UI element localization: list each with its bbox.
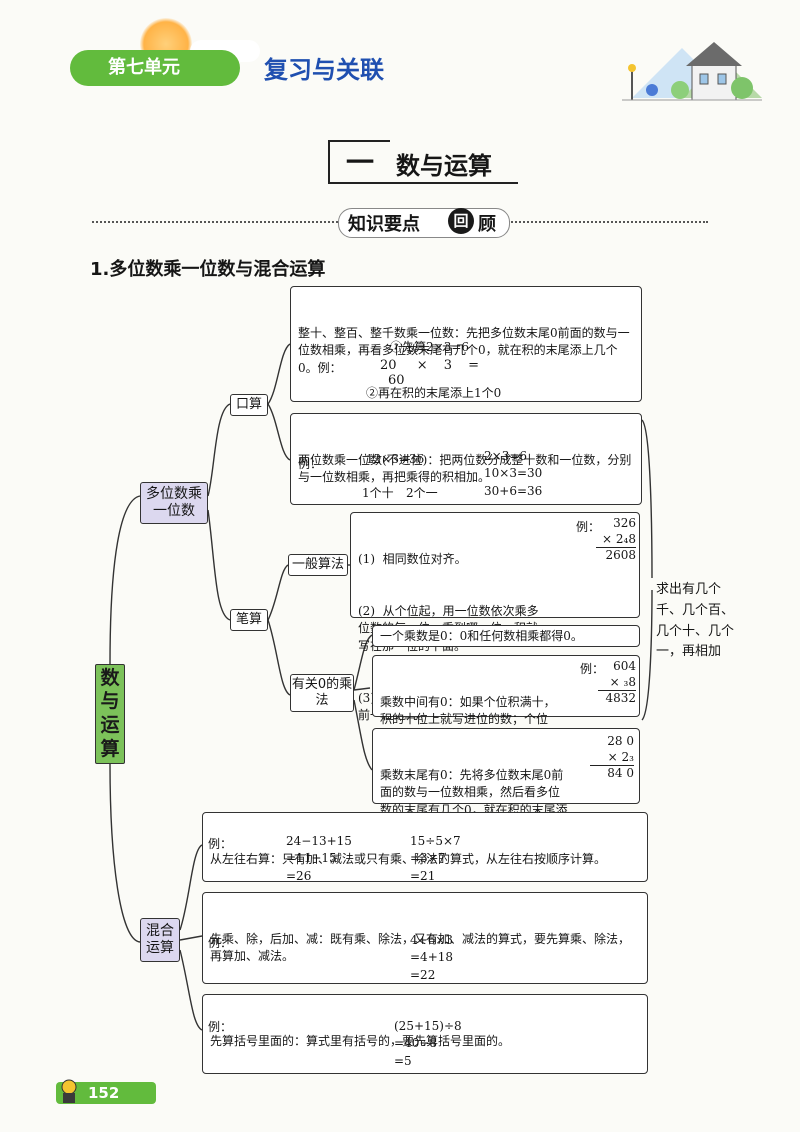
node-general: 一般算法	[288, 554, 348, 576]
page-number: 152	[56, 1082, 156, 1104]
mixed-box1-col1: 24−13+15=11+15=26	[286, 834, 352, 883]
banner-circle-char: 回	[448, 208, 474, 234]
unit-title: 复习与关联	[264, 56, 384, 84]
mixed-box-mul-div-first: 先乘、除，后加、减：既有乘、除法，又有加、减法的算式，要先算乘、除法，再算加、减…	[202, 892, 648, 984]
house-illustration	[622, 42, 762, 101]
oral-equation: 20 × 3 = 60	[380, 358, 480, 388]
section-underline	[328, 182, 518, 184]
mindmap-root: 数 与 运 算	[95, 664, 125, 764]
dotted-divider-left	[92, 221, 338, 223]
dotted-divider-right	[508, 221, 708, 223]
oral-box2-text: 两位数乘一位数(不进位)：把两位数分成整十数和一位数，分别与一位数相乘，再把乘得…	[298, 452, 632, 485]
mixed-box1-col2: 15÷5×7=3×7=21	[410, 834, 461, 883]
general-example-label: 例：	[576, 520, 601, 534]
node-oral: 口算	[230, 394, 268, 416]
zero-box2-example-label: 例：	[580, 662, 605, 676]
section-title: 数与运算	[396, 152, 492, 180]
mascot-icon	[61, 1079, 77, 1103]
zero-box2-vertical: 604 × ₃8 4832	[598, 659, 636, 707]
general-item-1: (1) 相同数位对齐。	[358, 551, 467, 566]
mixed-box-left-to-right: 从左往右算：只有加、减法或只有乘、除法的算式，从左往右按顺序计算。	[202, 812, 648, 882]
review-banner	[338, 208, 510, 238]
oral-box2-split-b: 2个一	[406, 486, 438, 500]
side-note: 求出有几个千、几个百、几个十、几个一，再相加	[656, 582, 735, 660]
banner-tail-char: 顾	[478, 214, 496, 235]
node-zero: 有关0的乘法	[290, 674, 354, 712]
topic-heading: 1.多位数乘一位数与混合运算	[90, 259, 326, 280]
oral-box2-equation: 12×3=36	[366, 452, 425, 466]
oral-box2-split-a: 1个十	[362, 486, 394, 500]
oral-step1: ①先算2×3=6	[390, 340, 470, 354]
branch-mixed: 混合运算	[140, 918, 180, 962]
unit-label: 第七单元	[70, 50, 240, 86]
oral-box-whole-tens: 整十、整百、整千数乘一位数：先把多位数末尾0前面的数与一位数相乘，再看多位数末尾…	[290, 286, 642, 402]
oral-box2-example-label: 例：	[298, 457, 323, 471]
oral-box-two-digit: 两位数乘一位数(不进位)：把两位数分成整十数和一位数，分别与一位数相乘，再把乘得…	[290, 413, 642, 505]
mixed-box-parentheses: 先算括号里面的：算式里有括号的，要先算括号里面的。	[202, 994, 648, 1074]
banner-text: 知识要点	[348, 214, 420, 235]
zero-box-factor-zero: 一个乘数是0：0和任何数相乘都得0。	[372, 625, 640, 647]
mixed-box3-example-label: 例：	[208, 1020, 233, 1034]
mixed-box2-example-label: 例：	[208, 936, 233, 950]
oral-box1-text: 整十、整百、整千数乘一位数：先把多位数末尾0前面的数与一位数相乘，再看多位数末尾…	[298, 325, 630, 375]
mixed-box1-example-label: 例：	[208, 837, 233, 851]
mixed-box2-col1: 4+6×3=4+18=22	[410, 933, 454, 982]
section-number: 一	[328, 140, 390, 184]
general-example-vertical: 326 × 2₄8 2608	[596, 516, 636, 564]
oral-step2: ②再在积的末尾添上1个0	[366, 386, 502, 400]
node-written: 笔算	[230, 609, 268, 631]
zero-box3-vertical: 28 0 × 2₃ 84 0	[590, 734, 634, 782]
branch-multi-digit: 多位数乘一位数	[140, 482, 208, 524]
mixed-box3-col1: (25+15)÷8=40÷8=5	[394, 1019, 462, 1068]
